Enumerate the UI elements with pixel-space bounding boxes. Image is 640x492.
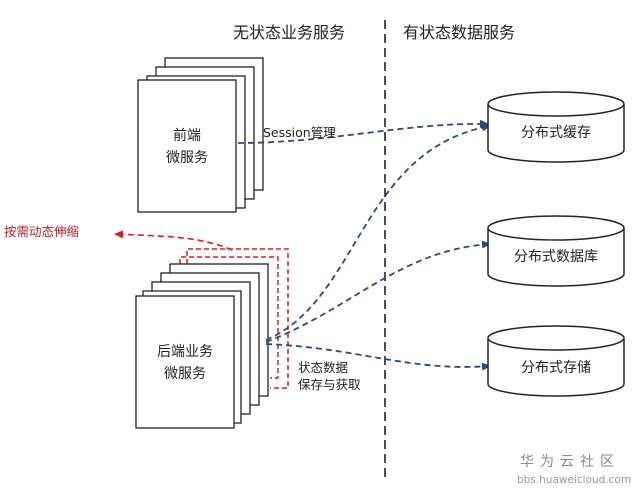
backend-label-line1: 后端业务: [157, 344, 213, 360]
frontend-label-line1: 前端: [173, 127, 201, 144]
cache-label: 分布式缓存: [521, 125, 591, 141]
watermark-en: bbs.huaweicloud.com: [517, 474, 631, 486]
cache-cylinder: 分布式缓存: [487, 91, 625, 163]
backend-label-line2: 微服务: [164, 366, 206, 382]
watermark-cn: 华为云社区: [520, 454, 620, 470]
backend-service-stack: 后端业务 微服务: [135, 263, 269, 429]
storage-label: 分布式存储: [521, 360, 591, 376]
state-arrow-cache: [265, 123, 491, 341]
frontend-label-line2: 微服务: [166, 150, 208, 166]
stateless-services-header: 无状态业务服务: [233, 23, 345, 42]
state-arrow-storage: [265, 343, 491, 371]
scaling-outlines: [179, 248, 289, 389]
session-label: Session管理: [263, 125, 336, 140]
database-label: 分布式数据库: [514, 249, 598, 265]
state-label-line2: 保存与获取: [298, 377, 361, 392]
frontend-service-stack: 前端 微服务: [137, 57, 264, 213]
database-cylinder: 分布式数据库: [487, 215, 625, 287]
stateful-services-header: 有状态数据服务: [403, 23, 515, 42]
scale-label: 按需动态伸缩: [4, 224, 79, 239]
session-arrow: [237, 119, 489, 144]
storage-cylinder: 分布式存储: [487, 325, 625, 397]
scale-arrow: [114, 230, 233, 251]
state-arrow-database: [265, 240, 491, 343]
state-label-line1: 状态数据: [298, 360, 348, 375]
